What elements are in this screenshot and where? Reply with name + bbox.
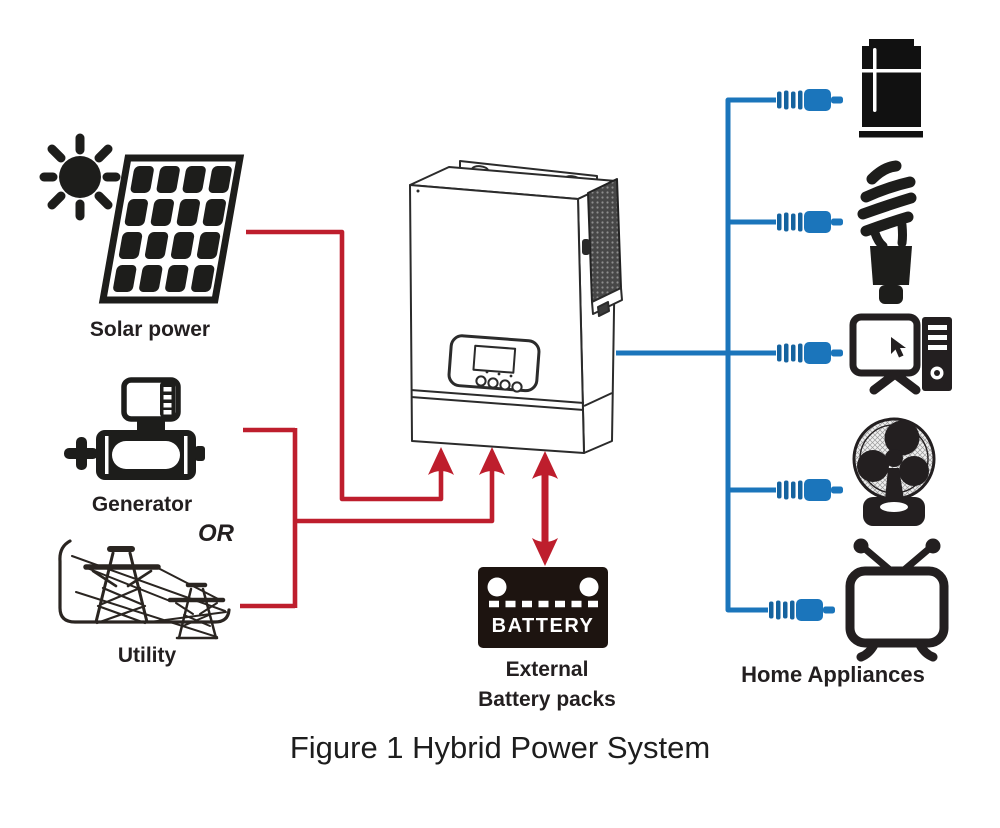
tv-icon <box>845 538 949 662</box>
refrigerator-icon <box>859 39 923 138</box>
down-arrow-icon <box>532 538 558 566</box>
up-arrow-icon <box>532 451 558 479</box>
power-plug-icon <box>777 479 843 501</box>
solar-to-inverter-line <box>246 229 444 502</box>
output-lines <box>616 97 776 613</box>
battery-label-line1: External <box>506 658 589 681</box>
up-arrow-icon <box>479 447 505 475</box>
plug-connectors <box>769 89 843 621</box>
ac-source-to-inverter-line <box>295 468 495 524</box>
up-arrow-icon <box>428 447 454 475</box>
solar-panel-icon <box>98 154 245 304</box>
battery-panel-text: BATTERY <box>492 615 595 637</box>
home-appliances-label: Home Appliances <box>741 662 925 687</box>
hybrid-inverter-icon <box>409 160 623 454</box>
generator-icon <box>64 377 205 480</box>
power-plug-icon <box>769 599 835 621</box>
battery-icon: BATTERY <box>478 567 608 648</box>
generator-label: Generator <box>92 493 192 516</box>
cfl-bulb-icon <box>857 160 917 304</box>
power-plug-icon <box>777 89 843 111</box>
table-fan-icon <box>852 417 936 526</box>
utility-label: Utility <box>118 644 177 667</box>
sun-icon <box>39 133 121 221</box>
power-plug-icon <box>777 211 843 233</box>
utility-towers-icon <box>58 539 231 640</box>
desktop-computer-icon <box>849 313 952 395</box>
solar-power-label: Solar power <box>90 318 210 341</box>
or-label: OR <box>198 520 235 547</box>
power-plug-icon <box>777 342 843 364</box>
figure-caption: Figure 1 Hybrid Power System <box>290 730 710 765</box>
source-lines <box>240 229 549 609</box>
battery-label-line2: Battery packs <box>478 688 616 711</box>
